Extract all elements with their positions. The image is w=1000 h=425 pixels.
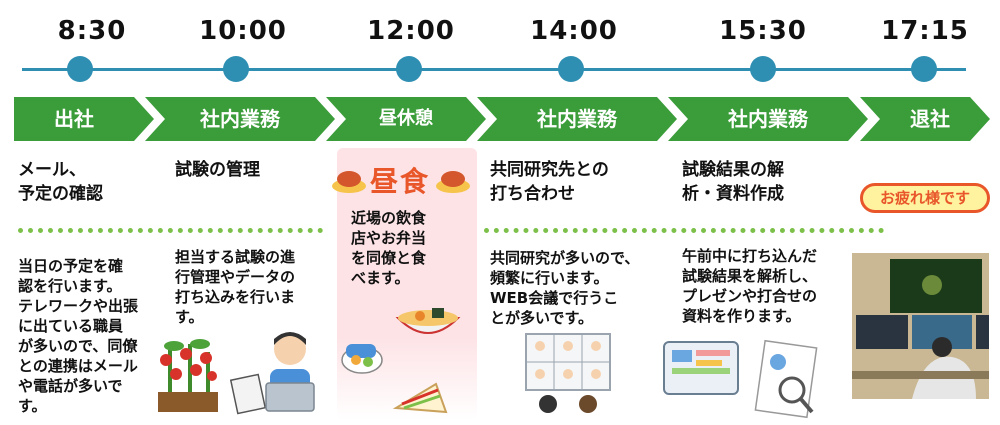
dish-icon <box>436 171 470 193</box>
phase-chevron-leave: 退社 <box>860 97 990 141</box>
phase-label: 出社 <box>54 107 94 131</box>
tomato-plants-illustration <box>158 339 218 412</box>
phase-label: 社内業務 <box>537 107 617 131</box>
bento-icon <box>341 344 383 374</box>
timeline-dot <box>396 56 422 82</box>
chevron-shape <box>668 97 868 141</box>
dotted-separator <box>18 228 323 233</box>
time-label: 8:30 <box>57 16 127 46</box>
time-label: 17:15 <box>881 16 969 46</box>
lunch-badge-label: 昼食 <box>369 165 430 198</box>
task-title: メール、 予定の確認 <box>18 160 103 204</box>
ramen-bowl-icon <box>395 308 461 334</box>
task-title: 共同研究先との 打ち合わせ <box>490 160 609 204</box>
task-title: 試験の管理 <box>175 160 260 180</box>
sandwich-icon <box>392 382 448 414</box>
phase-chevron-lunch: 昼休憩 <box>326 97 486 141</box>
chevron-shape <box>860 97 990 141</box>
lunch-food-illustration <box>341 308 461 414</box>
person-laptop-illustration <box>230 332 315 415</box>
phase-label: 社内業務 <box>728 107 808 131</box>
lunch-panel <box>337 148 477 420</box>
timeline-dot <box>67 56 93 82</box>
phase-label: 退社 <box>910 107 950 131</box>
lab-photo <box>852 253 989 399</box>
chevron-shape <box>14 97 154 141</box>
phase-label: 社内業務 <box>200 107 280 131</box>
description: 当日の予定を確 認を行います。 テレワークや出張 に出ている職員 が多いので、同… <box>18 257 139 415</box>
web-meeting-illustration <box>525 333 611 413</box>
description: 共同研究が多いので、 頻繁に行います。 WEB会議で行うこ とが多いです。 <box>490 249 640 327</box>
phase-label: 昼休憩 <box>379 108 433 129</box>
phase-chevron-work: 社内業務 <box>145 97 335 141</box>
description: 担当する試験の進 行管理やデータの 打ち込みを行いま す。 <box>175 248 296 326</box>
farewell-badge: お疲れ様です <box>860 183 990 213</box>
dish-icon <box>332 171 366 193</box>
lunch-description: 近場の飲食 店やお弁当 を同僚と食 べます。 <box>351 209 427 287</box>
timeline-dot <box>750 56 776 82</box>
time-label: 14:00 <box>530 16 618 46</box>
timeline-line <box>22 68 966 71</box>
timeline-dot <box>558 56 584 82</box>
lunch-badge <box>332 171 470 193</box>
time-label: 15:30 <box>719 16 807 46</box>
chevron-shape <box>145 97 335 141</box>
timeline-dot <box>911 56 937 82</box>
timeline-dot <box>223 56 249 82</box>
dotted-separator <box>484 228 884 233</box>
phase-chevron-work: 社内業務 <box>477 97 677 141</box>
chevron-shape <box>326 97 486 141</box>
description: 午前中に打ち込んだ 試験結果を解析し、 プレゼンや打合せの 資料を作ります。 <box>682 247 818 325</box>
phase-chevron-work: 社内業務 <box>668 97 868 141</box>
time-label: 12:00 <box>367 16 455 46</box>
data-analysis-illustration <box>663 339 818 419</box>
phase-chevron-arrival: 出社 <box>14 97 154 141</box>
chevron-shape <box>477 97 677 141</box>
task-title: 試験結果の解 析・資料作成 <box>682 160 784 204</box>
time-label: 10:00 <box>199 16 287 46</box>
